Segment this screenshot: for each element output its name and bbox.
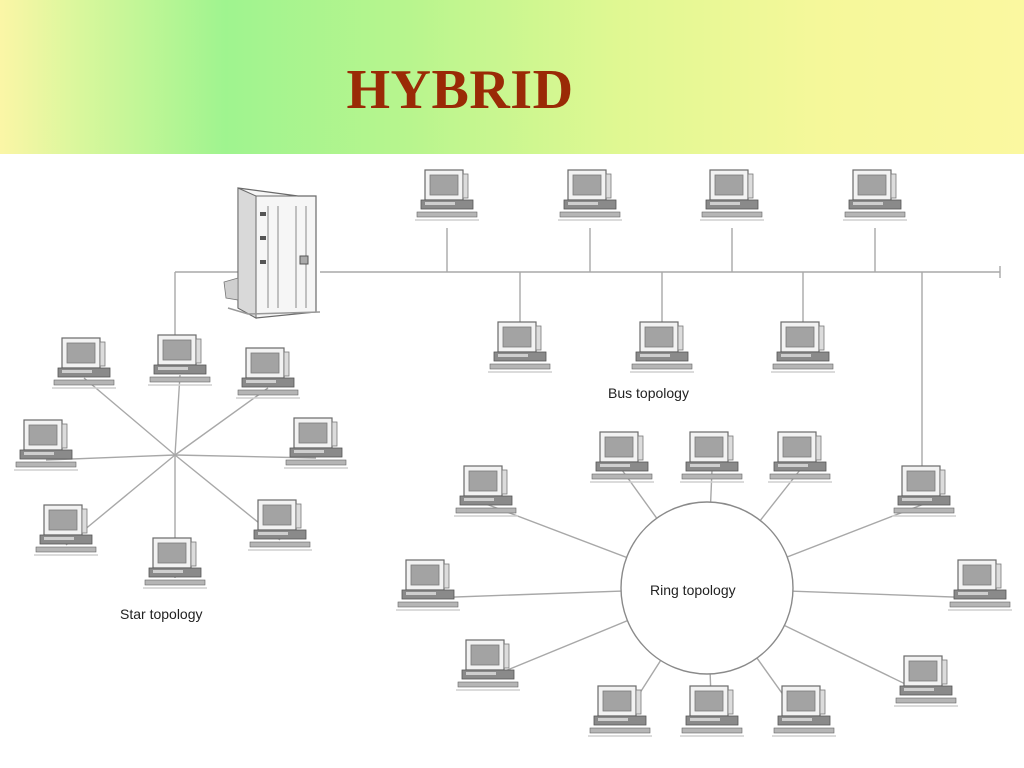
desktop-computer-icon [699,169,765,221]
ring-topology-label: Ring topology [650,582,736,598]
desktop-computer-icon [679,685,745,737]
desktop-computer-icon [947,559,1013,611]
desktop-computer-icon [51,337,117,389]
desktop-computer-icon [455,639,521,691]
network-diagram-svg: Bus topology Star topology Ring topology [13,169,1013,737]
star-link [83,377,176,456]
desktop-computer-icon [557,169,623,221]
desktop-computer-icon [891,465,957,517]
desktop-computer-icon [453,465,519,517]
slide-title: HYBRID [346,59,574,121]
network-links [45,228,1001,725]
desktop-computer-icon [771,685,837,737]
bus-topology-label: Bus topology [608,385,689,401]
desktop-computer-icon [842,169,908,221]
ring-hub [620,501,794,675]
desktop-computer-icon [487,321,553,373]
server-tower-icon [223,187,321,319]
desktop-computer-icon [770,321,836,373]
desktop-computer-icon [33,504,99,556]
desktop-computer-icon [767,431,833,483]
hybrid-topology-diagram: Bus topology Star topology Ring topology [0,154,1024,768]
star-topology-label: Star topology [120,606,203,622]
desktop-computer-icon [142,537,208,589]
desktop-computer-icon [893,655,959,707]
star-link [174,387,269,456]
desktop-computer-icon [283,417,349,469]
desktop-computer-icon [587,685,653,737]
desktop-computer-icon [629,321,695,373]
title-band: HYBRID [0,0,1024,154]
star-link [174,454,317,459]
computers [13,169,1013,737]
desktop-computer-icon [679,431,745,483]
desktop-computer-icon [13,419,79,471]
desktop-computer-icon [414,169,480,221]
desktop-computer-icon [235,347,301,399]
star-link [174,374,181,456]
desktop-computer-icon [247,499,313,551]
desktop-computer-icon [395,559,461,611]
desktop-computer-icon [589,431,655,483]
desktop-computer-icon [147,334,213,386]
